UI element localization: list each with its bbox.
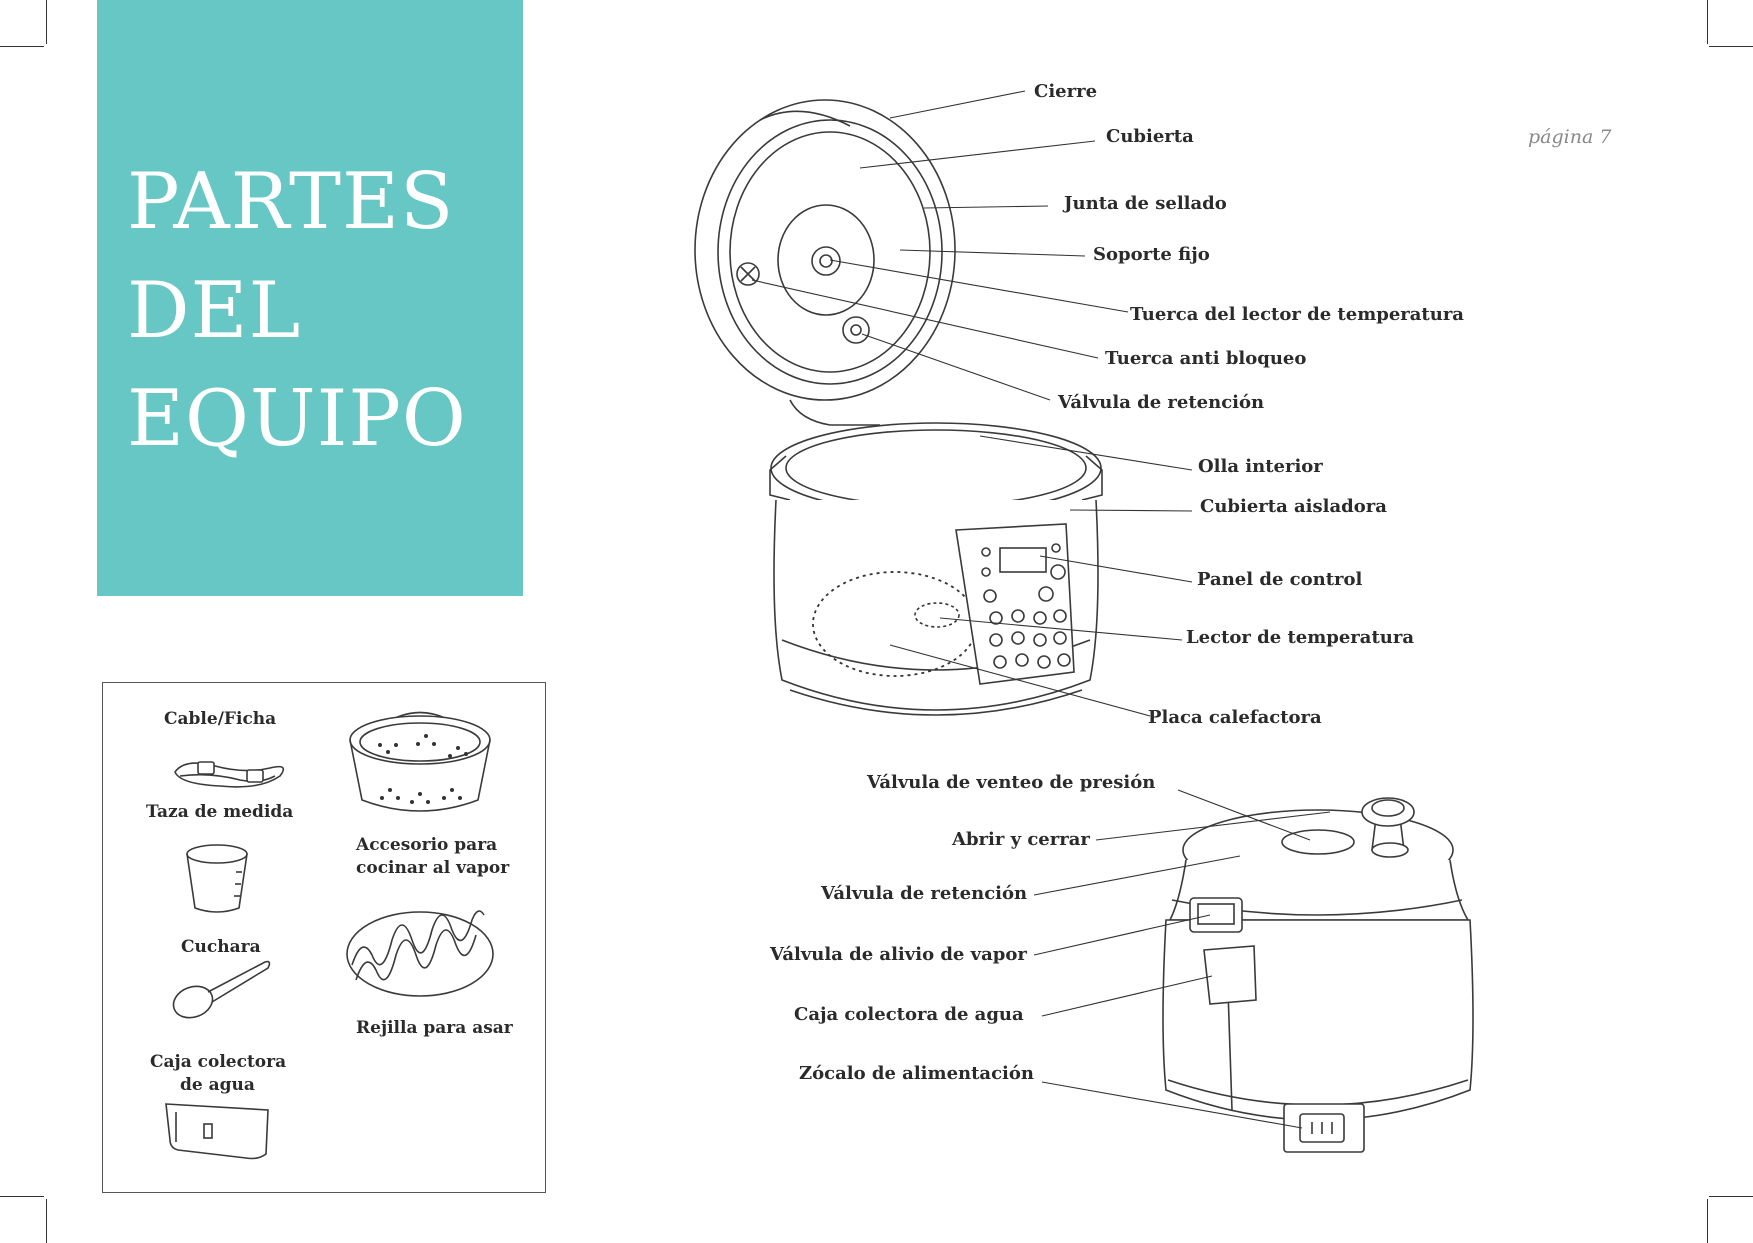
crop-mark (0, 1196, 44, 1197)
label-temperature-nut: Tuerca del lector de temperatura (1130, 304, 1464, 325)
closed-cooker-illustration (1162, 797, 1474, 1153)
cable-plug-illustration (174, 761, 285, 788)
label-steamer-line-2: cocinar al vapor (356, 858, 510, 878)
label-power-socket: Zócalo de alimentación (799, 1063, 1034, 1084)
steamer-basket-illustration (349, 711, 491, 812)
label-water-box-line-1: Caja colectora (150, 1052, 287, 1072)
label-check-valve-closed: Válvula de retención (821, 883, 1028, 904)
leader-lines (751, 90, 1331, 1129)
label-cable-plug: Cable/Ficha (164, 709, 277, 729)
label-water-collection-box: Caja colectora de agua (794, 1004, 1024, 1025)
water-box-illustration (165, 1103, 269, 1160)
page-title-line-3: EQUIPO (127, 374, 467, 464)
label-steamer-line-1: Accesorio para (356, 835, 498, 855)
label-sealing-ring: Junta de sellado (1064, 193, 1227, 214)
label-pressure-vent-valve: Válvula de venteo de presión (867, 772, 1156, 793)
crop-mark (0, 46, 44, 47)
label-measuring-cup: Taza de medida (146, 802, 294, 822)
crop-mark (1707, 0, 1708, 44)
accessories-box (102, 682, 546, 1193)
measuring-cup-illustration (186, 844, 248, 913)
label-control-panel: Panel de control (1197, 569, 1363, 590)
label-latch: Cierre (1034, 81, 1098, 102)
crop-mark (1709, 46, 1753, 47)
crop-mark (1709, 1196, 1753, 1197)
spoon-illustration (172, 960, 271, 1019)
label-heating-plate: Placa calefactora (1148, 707, 1322, 728)
label-fixed-bracket: Soporte fijo (1093, 244, 1210, 265)
crop-mark (1707, 1199, 1708, 1243)
label-insulation-cover: Cubierta aisladora (1200, 496, 1387, 517)
roasting-rack-illustration (346, 910, 494, 997)
crop-mark (46, 0, 47, 44)
label-check-valve-open: Válvula de retención (1058, 392, 1265, 413)
label-lid: Cubierta (1106, 126, 1194, 147)
page-title-line-2: DEL (127, 266, 302, 356)
open-cooker-illustration (694, 99, 1103, 716)
label-water-box-line-2: de agua (180, 1075, 255, 1095)
title-block: PARTES DEL EQUIPO (97, 0, 523, 596)
page-title-line-1: PARTES (127, 157, 455, 247)
label-open-close: Abrir y cerrar (952, 829, 1090, 850)
label-spoon: Cuchara (181, 937, 261, 957)
label-roasting-rack: Rejilla para asar (356, 1018, 513, 1038)
label-temperature-sensor: Lector de temperatura (1186, 627, 1414, 648)
label-steam-relief-valve: Válvula de alivio de vapor (770, 944, 1027, 965)
label-anti-block-nut: Tuerca anti bloqueo (1105, 348, 1307, 369)
label-inner-pot: Olla interior (1198, 456, 1323, 477)
crop-mark (46, 1199, 47, 1243)
page-number: página 7 (1528, 126, 1612, 148)
